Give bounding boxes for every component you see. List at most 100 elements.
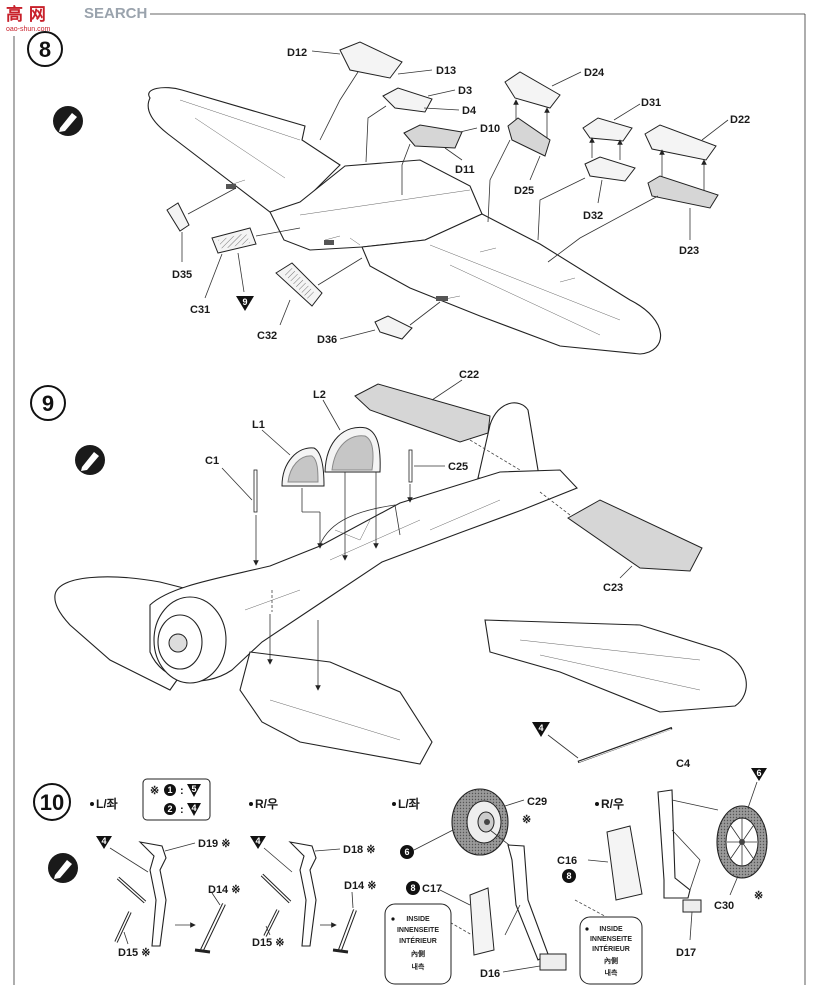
inside-note: INSIDE INNENSEITE INTÉRIEUR 內側 내측 (384, 903, 452, 985)
paint-ref-triangle-4: 4 (532, 722, 550, 737)
left-wheel-group: L/좌 C29 ※ 6 D16 8 C17 (384, 788, 567, 985)
svg-text:D16: D16 (480, 968, 500, 980)
step-9: 9 C22 L2 (30, 369, 747, 770)
paint-icon (53, 106, 83, 136)
svg-text:D22: D22 (730, 114, 750, 126)
svg-text:C16: C16 (557, 855, 577, 867)
svg-text:내측: 내측 (605, 968, 618, 977)
svg-text:8: 8 (566, 871, 571, 881)
inside-note: INSIDE INNENSEITE INTÉRIEUR 內側 내측 (579, 916, 643, 985)
svg-text:6: 6 (404, 847, 409, 857)
wheel-c29 (451, 788, 509, 856)
svg-text:D18 ※: D18 ※ (343, 844, 375, 856)
part-d12: D12 D13 (287, 41, 456, 141)
part-l2-canopy: L2 (313, 389, 381, 561)
part-d22-d23: D22 D23 (547, 114, 750, 263)
svg-text:4: 4 (191, 803, 196, 813)
svg-text:INSIDE: INSIDE (599, 926, 623, 933)
svg-text:INNENSEITE: INNENSEITE (590, 936, 632, 943)
part-c25-rod: C25 (407, 449, 468, 503)
svg-text:1: 1 (167, 785, 172, 795)
step-number-8: 8 (27, 31, 63, 67)
svg-text:INNENSEITE: INNENSEITE (397, 927, 439, 934)
aircraft-top-view (54, 402, 747, 765)
svg-text:내측: 내측 (412, 962, 425, 971)
tail-fin (477, 402, 541, 483)
svg-text:9: 9 (242, 297, 247, 307)
svg-text:C1: C1 (205, 455, 219, 467)
svg-text:4: 4 (101, 836, 106, 846)
svg-text:D4: D4 (462, 105, 477, 117)
svg-text:D19 ※: D19 ※ (198, 838, 230, 850)
part-c32: C32 (257, 257, 363, 342)
landing-strut (657, 789, 691, 899)
svg-text:C29: C29 (527, 796, 547, 808)
svg-text:C17: C17 (422, 883, 442, 895)
svg-text:D23: D23 (679, 245, 699, 257)
svg-text:INSIDE: INSIDE (406, 916, 430, 923)
part-c1-rod: C1 (205, 455, 259, 566)
paint-icon (48, 853, 78, 883)
svg-text:D12: D12 (287, 47, 307, 59)
landing-strut (288, 841, 317, 947)
right-outer-wing (484, 619, 747, 713)
paint-ref-triangle-9: 9 (236, 296, 254, 311)
right-wing (361, 213, 662, 355)
left-strut-group: L/좌 4 D19 ※ D14 ※ D15 ※ (90, 796, 240, 959)
svg-text:D25: D25 (514, 185, 534, 197)
wing-arrows (267, 590, 321, 691)
svg-text:D35: D35 (172, 269, 192, 281)
right-wheel-group: R/우 C16 8 6 C30 ※ D17 (557, 768, 768, 985)
svg-text:INTÉRIEUR: INTÉRIEUR (399, 936, 437, 945)
side-label-left: L/좌 (96, 796, 118, 811)
svg-text:5: 5 (191, 784, 196, 794)
side-label-right: R/우 (255, 797, 278, 811)
svg-text:8: 8 (410, 883, 415, 893)
svg-text:內側: 內側 (604, 956, 618, 965)
svg-text:D15 ※: D15 ※ (252, 937, 284, 949)
svg-text:C30: C30 (714, 900, 734, 912)
watermark-brand: SEARCH (84, 5, 147, 22)
side-label-right: R/우 (601, 797, 624, 811)
svg-text:L1: L1 (252, 419, 265, 431)
part-c23: C23 (539, 491, 703, 594)
gear-door-c16 (606, 825, 643, 901)
svg-text:D15 ※: D15 ※ (118, 947, 150, 959)
svg-text:8: 8 (39, 37, 51, 62)
svg-text:4: 4 (538, 723, 543, 733)
svg-text:4: 4 (255, 836, 260, 846)
svg-text:C31: C31 (190, 304, 210, 316)
aircraft-bottom-view (147, 87, 662, 355)
svg-text:C25: C25 (448, 461, 468, 473)
svg-text:※: ※ (754, 890, 763, 902)
part-d3-d4: D3 D4 (365, 85, 477, 163)
right-inner-wing (239, 651, 433, 765)
page-frame (13, 13, 806, 985)
svg-text:C4: C4 (676, 758, 691, 770)
left-wing (147, 87, 341, 223)
part-c22: C22 (354, 369, 521, 471)
step-number-9: 9 (30, 385, 66, 421)
svg-text:D36: D36 (317, 334, 337, 346)
step-number-10: 10 (33, 783, 71, 821)
svg-text:※: ※ (522, 814, 531, 826)
svg-text:D11: D11 (455, 164, 475, 176)
svg-text:D3: D3 (458, 85, 472, 97)
svg-text:D13: D13 (436, 65, 456, 77)
svg-text:C32: C32 (257, 330, 277, 342)
svg-text::: : (180, 785, 184, 797)
svg-text:D14 ※: D14 ※ (208, 884, 240, 896)
watermark-site: oao-shun.com (6, 26, 51, 33)
part-d36: D36 (317, 301, 441, 346)
watermark-logo-text: 高 网 (6, 4, 46, 25)
part-c4-rod: C4 (547, 726, 691, 770)
svg-text:D31: D31 (641, 97, 661, 109)
part-d24-d25: D24 D25 (487, 67, 605, 223)
svg-text:2: 2 (167, 804, 172, 814)
svg-text:C23: C23 (603, 582, 623, 594)
svg-text:INTÉRIEUR: INTÉRIEUR (592, 944, 630, 953)
svg-text:※: ※ (150, 785, 159, 797)
part-l1-canopy: L1 (252, 419, 325, 549)
svg-text:D17: D17 (676, 947, 696, 959)
